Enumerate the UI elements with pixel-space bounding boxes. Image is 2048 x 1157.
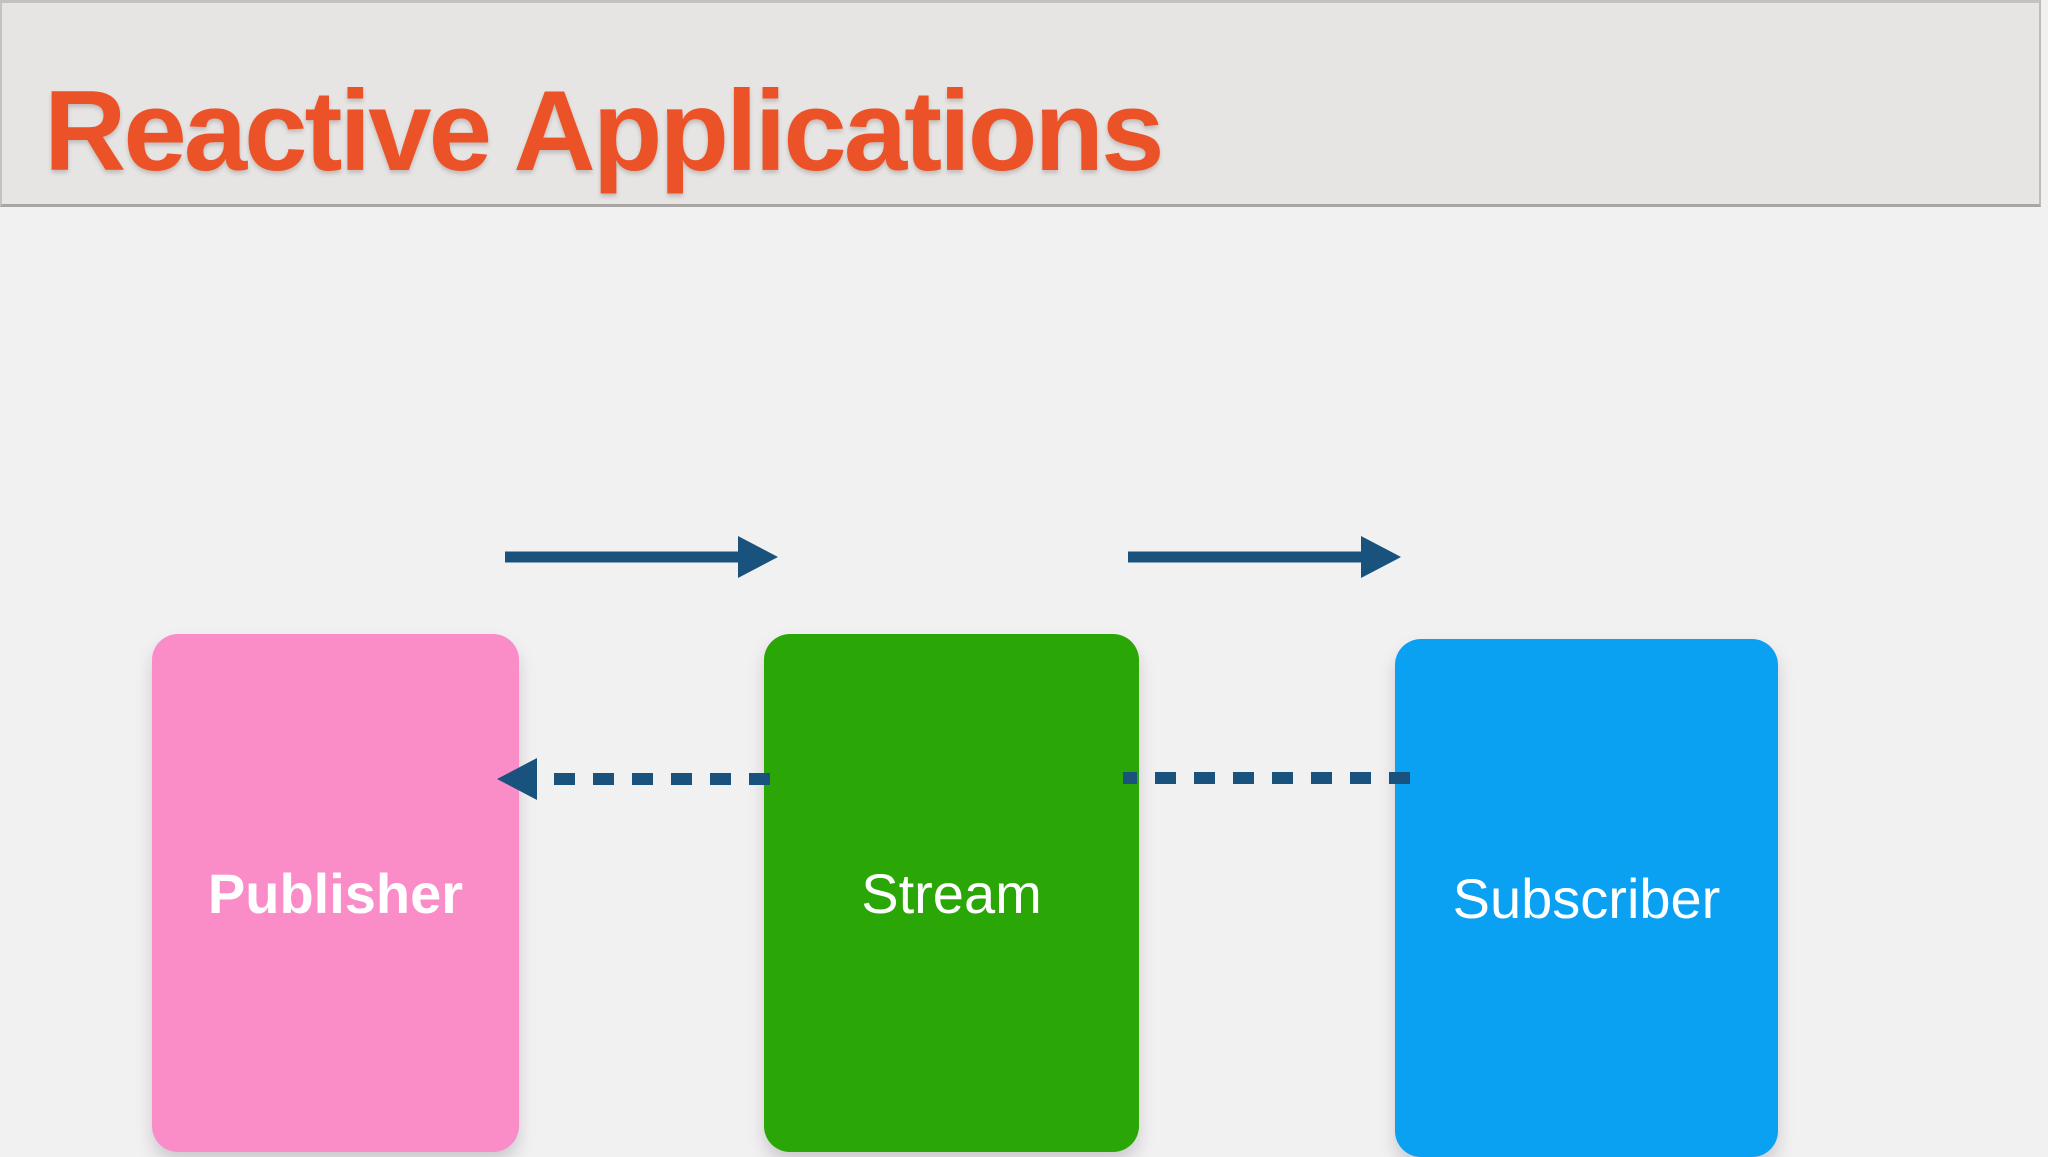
node-subscriber-label: Subscriber <box>1452 866 1721 930</box>
node-stream: Stream <box>764 634 1139 1152</box>
slide-header: Reactive Applications <box>0 0 2041 207</box>
node-subscriber: Subscriber <box>1395 639 1778 1157</box>
node-publisher: Publisher <box>152 634 519 1152</box>
diagram-canvas: Publisher Stream Subscriber <box>0 207 2048 1157</box>
node-stream-label: Stream <box>861 861 1042 925</box>
node-publisher-label: Publisher <box>207 861 464 925</box>
slide-title: Reactive Applications <box>44 68 1164 195</box>
